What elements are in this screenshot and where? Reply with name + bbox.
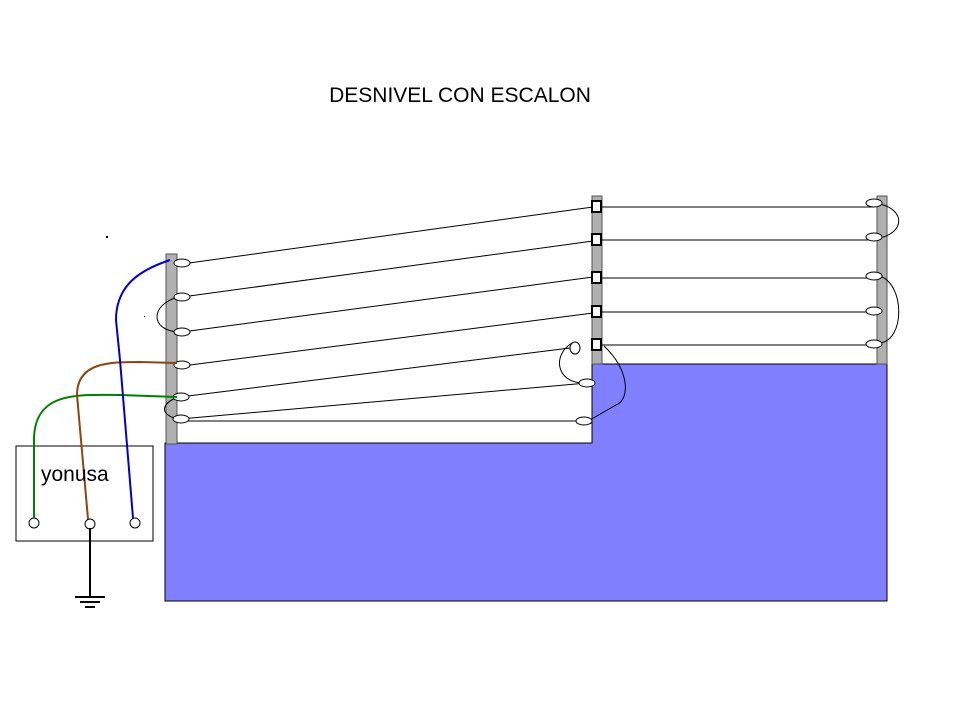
green-lead <box>33 393 178 518</box>
right-section-wires <box>597 203 900 346</box>
blue-lead <box>114 259 171 519</box>
middle-insulators <box>591 200 602 351</box>
ground-area <box>164 363 888 602</box>
diagram-title: DESNIVEL CON ESCALON <box>329 84 591 107</box>
energizer-label: yonusa <box>41 463 109 486</box>
brown-lead <box>75 360 178 520</box>
stray-dot <box>106 236 108 238</box>
ground-symbol-icon <box>75 528 105 608</box>
right-post <box>876 195 888 365</box>
right-insulators <box>865 198 883 349</box>
terminal-ground <box>84 518 96 530</box>
middle-left-insulators <box>569 341 596 426</box>
terminal-green <box>28 517 40 529</box>
terminal-blue <box>129 517 141 529</box>
left-post <box>165 253 178 445</box>
left-insulators <box>172 258 191 424</box>
left-section-wires <box>156 206 626 422</box>
stray-dot <box>144 316 145 317</box>
